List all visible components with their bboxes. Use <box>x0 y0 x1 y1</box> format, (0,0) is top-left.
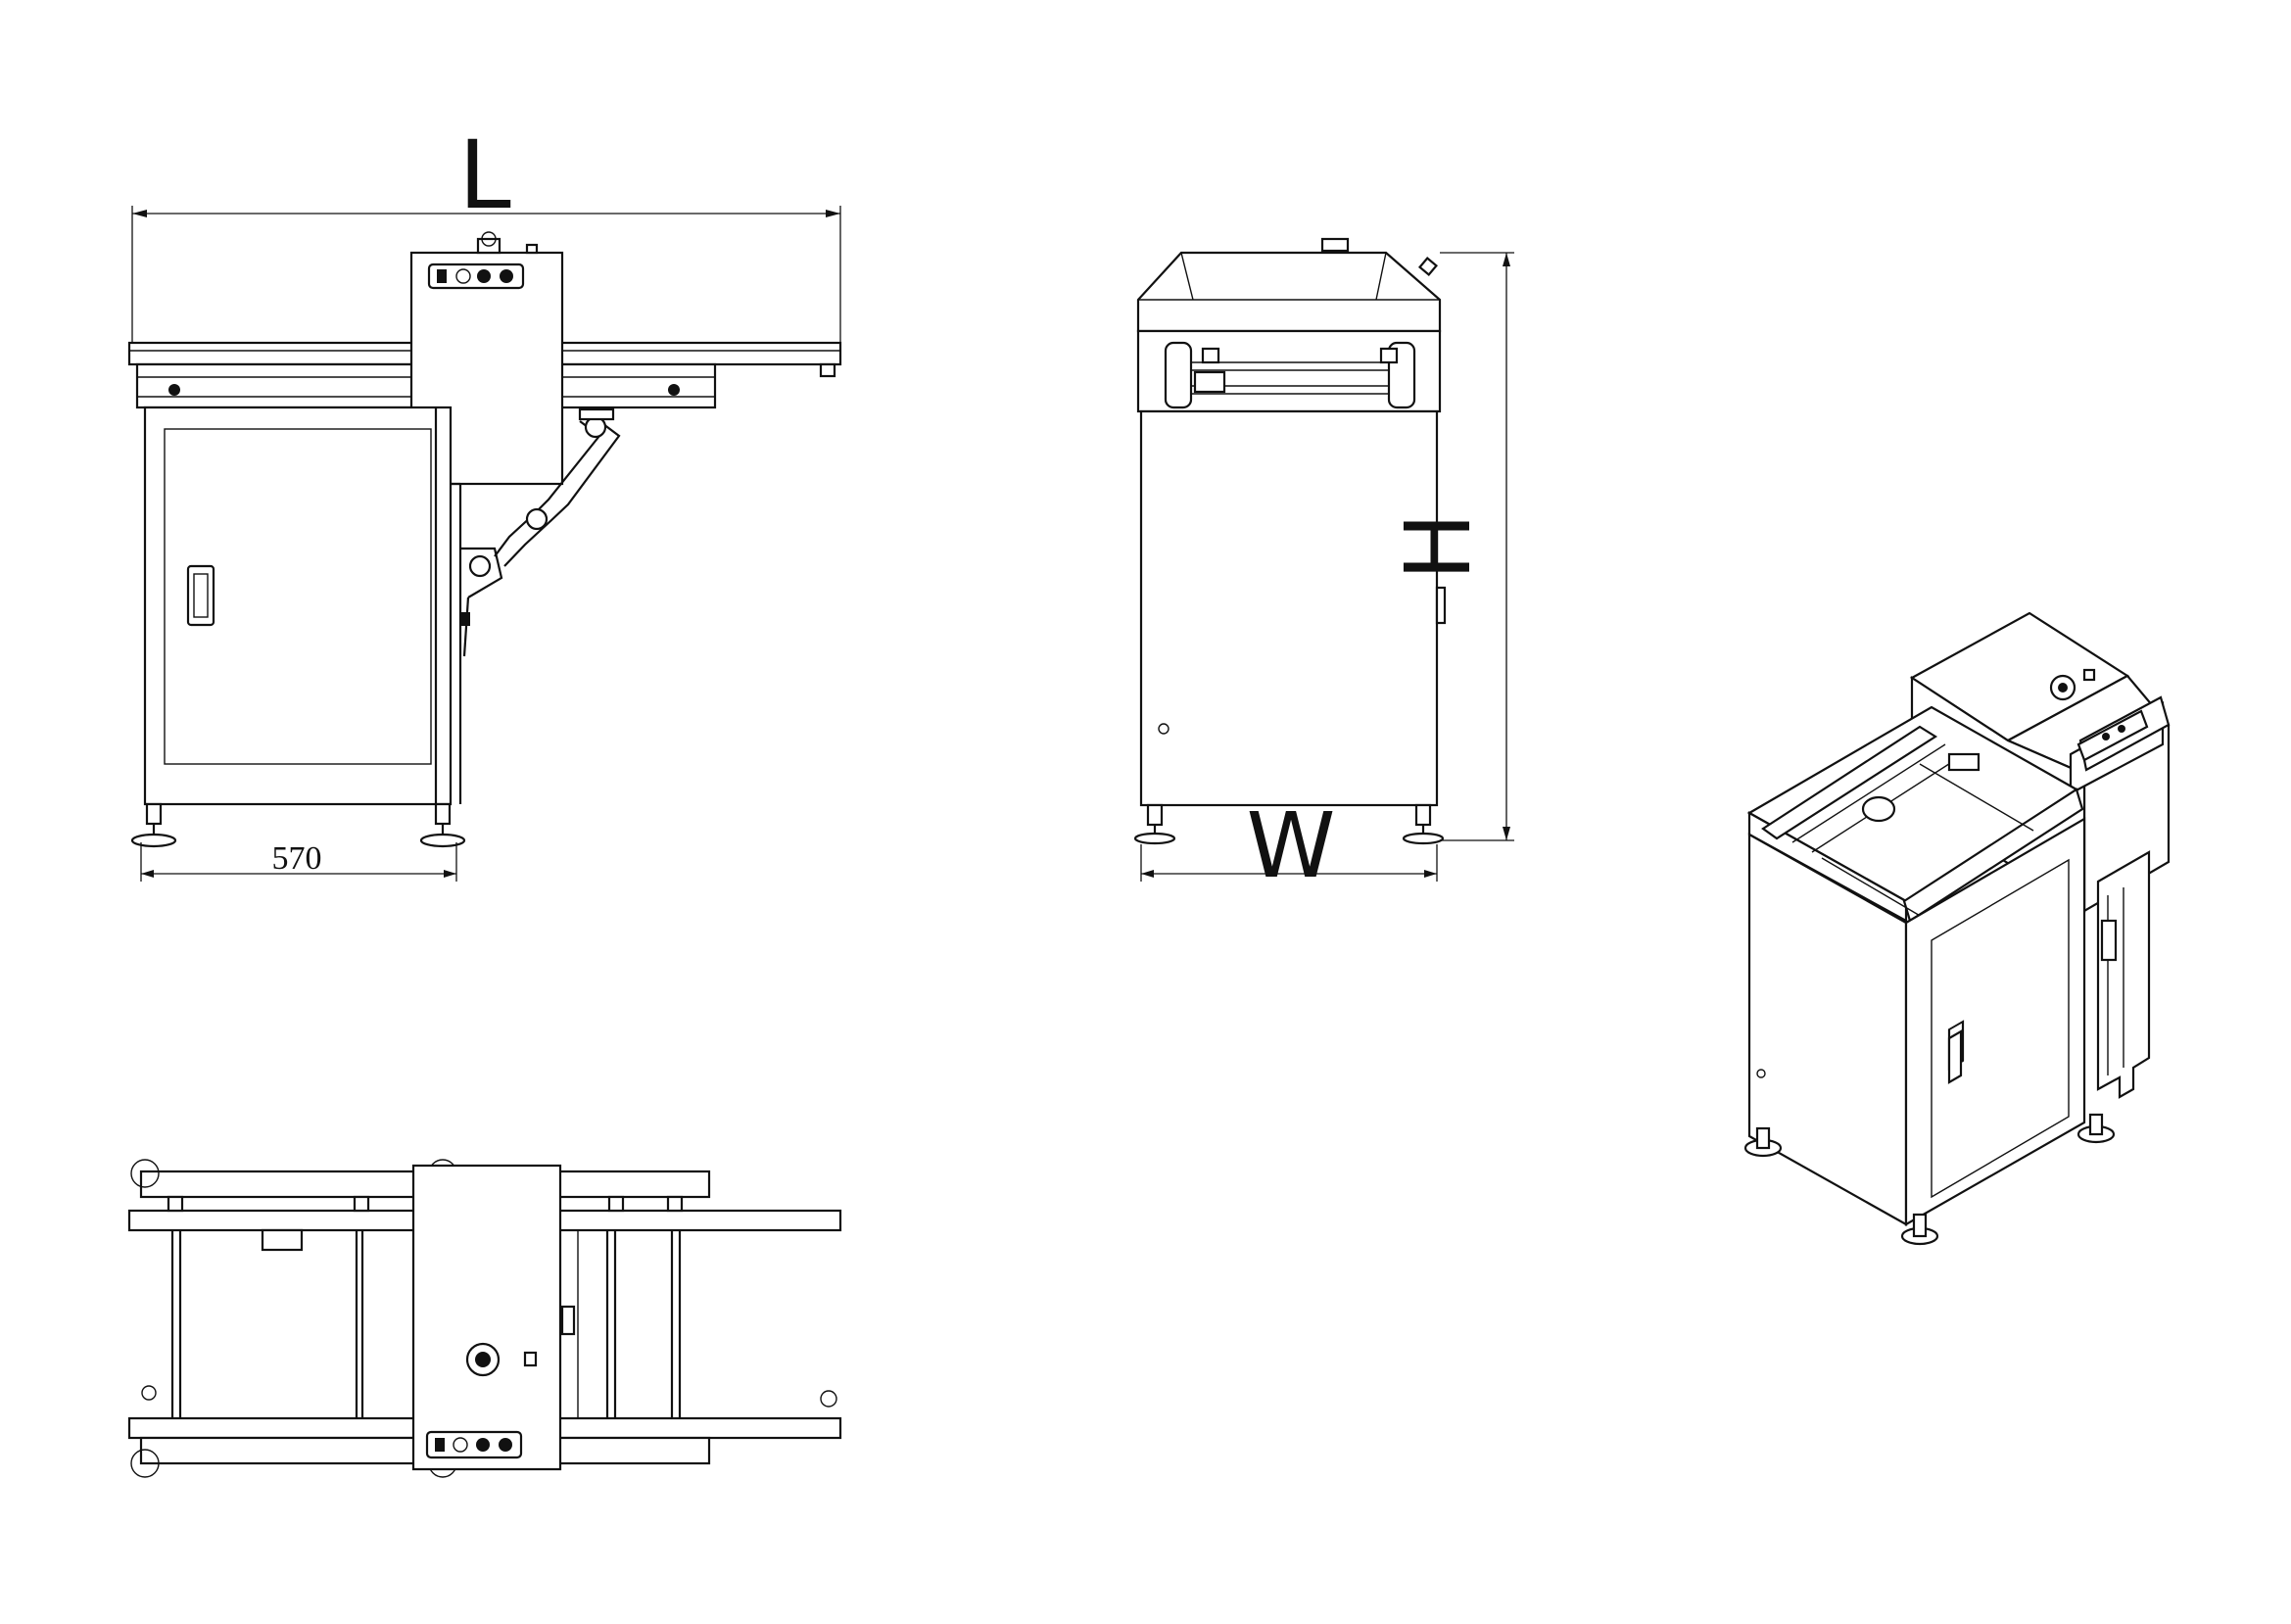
foot-span-dimension: 570 <box>140 840 457 882</box>
front-view: L <box>127 120 842 882</box>
top-view <box>127 1159 842 1478</box>
width-dimension: W <box>1140 793 1438 898</box>
length-dimension: L <box>131 120 841 343</box>
isometric-view <box>1743 611 2171 1246</box>
length-label: L <box>458 120 510 230</box>
height-label: H <box>1386 512 1491 580</box>
foot-span-label: 570 <box>272 840 322 877</box>
width-label: W <box>1247 793 1336 898</box>
height-dimension: H <box>1386 252 1514 841</box>
side-view: H W <box>1133 237 1514 898</box>
